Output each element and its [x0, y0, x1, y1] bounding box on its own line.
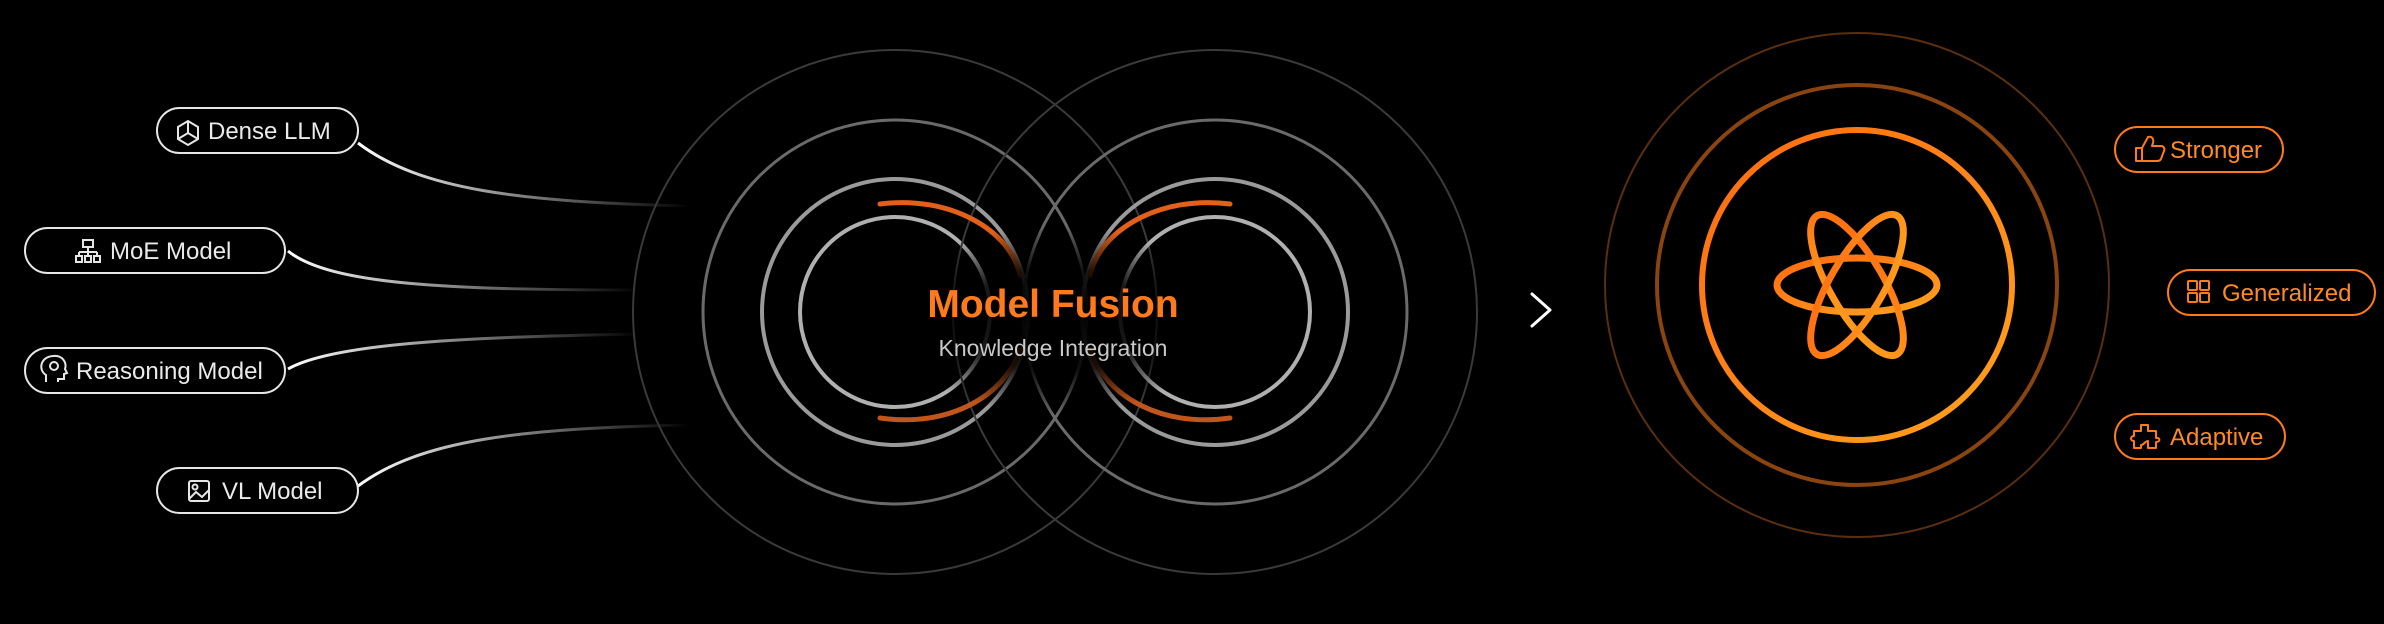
output-pill-label: Stronger	[2170, 137, 2262, 164]
atom-icon	[1773, 210, 1941, 360]
cube-network-icon	[177, 119, 199, 147]
output-pill-label: Generalized	[2222, 280, 2351, 307]
center-title: Model Fusion	[927, 283, 1178, 326]
output-rings	[1604, 32, 2110, 538]
connector-vl-model	[357, 423, 691, 488]
connector-moe-model	[287, 249, 641, 292]
input-pill-label: Reasoning Model	[76, 358, 263, 385]
hierarchy-icon	[75, 239, 101, 263]
head-brain-icon	[40, 354, 69, 382]
connector-reasoning-model	[287, 332, 641, 371]
grid-icon	[2187, 280, 2210, 303]
output-pill-adaptive[interactable]: Adaptive	[2114, 413, 2286, 460]
input-pill-label: MoE Model	[110, 238, 231, 265]
output-pill-label: Adaptive	[2170, 424, 2263, 451]
input-pill-label: Dense LLM	[208, 118, 331, 145]
input-pill-moe-model[interactable]: MoE Model	[24, 227, 286, 274]
puzzle-icon	[2130, 424, 2161, 449]
connector-dense-llm	[357, 141, 691, 208]
thumbs-up-icon	[2135, 135, 2166, 162]
input-connectors	[287, 141, 691, 488]
center-subtitle: Knowledge Integration	[939, 335, 1168, 361]
fusion-arrow	[1410, 292, 1552, 328]
input-pill-dense-llm[interactable]: Dense LLM	[156, 107, 359, 154]
output-pill-generalized[interactable]: Generalized	[2167, 269, 2376, 316]
input-pill-label: VL Model	[222, 478, 323, 505]
input-pill-vl-model[interactable]: VL Model	[156, 467, 359, 514]
output-pill-stronger[interactable]: Stronger	[2114, 126, 2284, 173]
image-icon	[188, 480, 210, 502]
input-pill-reasoning-model[interactable]: Reasoning Model	[24, 347, 286, 394]
